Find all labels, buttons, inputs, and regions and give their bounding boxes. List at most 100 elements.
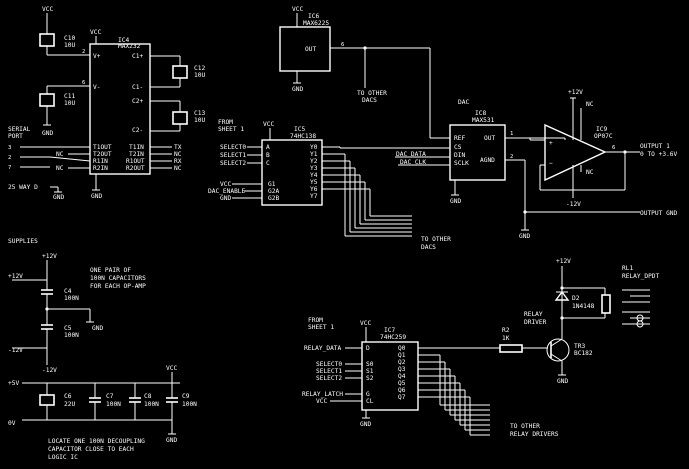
svg-text:Q1: Q1 — [398, 352, 406, 359]
ic4-pin-t2out: T2OUT — [93, 151, 112, 158]
select1-label: SELECT1 — [220, 152, 246, 159]
svg-text:NC: NC — [56, 165, 64, 172]
ic8-body — [449, 124, 506, 181]
ic5-ref: IC5 — [294, 126, 305, 133]
decoupling-note-2: CAPACITOR CLOSE TO EACH — [48, 446, 134, 453]
supply-plus12: +12V — [42, 253, 57, 260]
output1-label: OUTPUT 1 — [640, 143, 670, 150]
c7-ref: C7 — [106, 393, 114, 400]
rx-label: RX — [174, 158, 182, 165]
capacitor-c12 — [172, 65, 188, 79]
svg-text:GND: GND — [53, 194, 64, 201]
svg-text:Y4: Y4 — [310, 172, 318, 179]
svg-text:VCC: VCC — [263, 121, 274, 128]
svg-text:G2B: G2B — [268, 195, 279, 202]
select2-label: SELECT2 — [220, 160, 246, 167]
svg-text:SCLK: SCLK — [454, 160, 469, 167]
c8-value: 100N — [144, 401, 159, 408]
vcc-label-c10: VCC — [42, 6, 53, 13]
ic7-part: 74HC259 — [380, 334, 406, 341]
d2-part: 1N4148 — [572, 303, 595, 310]
ic4-body — [89, 43, 151, 175]
ic7-ref: IC7 — [384, 327, 395, 334]
supplies-section: SUPPLIES +12V +12V C4 100N GND C5 100N -… — [8, 238, 197, 461]
svg-text:S1: S1 — [366, 368, 374, 375]
dac-enable-label: DAC_ENABLE — [208, 188, 246, 195]
svg-text:VCC: VCC — [220, 181, 231, 188]
tr3-ref: TR3 — [574, 343, 585, 350]
relay-coil — [601, 294, 611, 314]
ic6-out-label: OUT — [305, 46, 316, 53]
gnd-label-c11: GND — [42, 130, 53, 137]
svg-text:G: G — [366, 391, 370, 398]
ic4-pin-c2m: C2- — [132, 127, 143, 134]
c11-value: 10U — [64, 100, 75, 107]
c13-value: 10U — [194, 117, 205, 124]
d-connector-label: 25 WAY D — [8, 184, 38, 191]
svg-text:0V: 0V — [8, 420, 16, 427]
c9-value: 100N — [182, 401, 197, 408]
svg-text:-12V: -12V — [8, 347, 23, 354]
ic4-pin-t1out: T1OUT — [93, 144, 112, 151]
svg-text:7: 7 — [8, 165, 11, 171]
svg-text:VCC: VCC — [166, 365, 177, 372]
svg-text:Y7: Y7 — [310, 193, 318, 200]
c6-ref: C6 — [64, 393, 72, 400]
svg-text:GND: GND — [450, 198, 461, 205]
relay-plus12-label: +12V — [556, 258, 571, 265]
ic6-part: MAX6225 — [303, 20, 329, 27]
opamp-plus12-label: +12V — [568, 89, 583, 96]
relay-data-label: RELAY_DATA — [304, 345, 342, 352]
resistor-r2 — [499, 344, 523, 353]
ic4-pin-c1p: C1+ — [132, 53, 143, 60]
svg-text:VCC: VCC — [360, 320, 371, 327]
svg-text:Q5: Q5 — [398, 380, 406, 387]
to-other-dacs-2: TO OTHER — [421, 236, 451, 243]
svg-text:+: + — [549, 140, 553, 147]
svg-text:Y3: Y3 — [310, 165, 318, 172]
ic9-opamp — [544, 123, 607, 182]
svg-text:−: − — [549, 160, 553, 167]
svg-text:VCC: VCC — [316, 398, 327, 405]
capacitor-c11 — [39, 93, 55, 107]
ic5-decoder-section: FROM SHEET 1 VCC IC5 74HC138 SELECT0 SEL… — [208, 119, 451, 251]
dac-data-label: DAC_DATA — [396, 151, 426, 158]
ic4-pin-c1m: C1- — [132, 84, 143, 91]
svg-text:Y5: Y5 — [310, 179, 318, 186]
supply-plus5: +5V — [8, 380, 19, 387]
pair-note-2: 100N CAPACITORS — [90, 275, 146, 282]
rl1-ref: RL1 — [622, 265, 633, 272]
svg-text:GND: GND — [292, 86, 303, 93]
svg-text:SELECT2: SELECT2 — [316, 375, 342, 382]
c13-ref: C13 — [194, 110, 205, 117]
ic4-pin-r1in: R1IN — [93, 158, 108, 165]
svg-text:VCC: VCC — [292, 6, 303, 13]
supply-minus12: -12V — [42, 367, 57, 374]
ic9-opamp-section: +12V NC IC9 OP07C + − 6 OUTPUT 1 0 TO +3… — [519, 89, 678, 240]
svg-text:CS: CS — [454, 144, 462, 151]
svg-text:OUT: OUT — [484, 135, 495, 142]
ic5-body — [261, 139, 323, 206]
from-label: FROM — [218, 119, 233, 126]
svg-text:Q2: Q2 — [398, 359, 406, 366]
ic4-pin-r1out: R1OUT — [126, 158, 145, 165]
relay-driver-label-2: DRIVER — [524, 319, 547, 326]
c12-ref: C12 — [194, 65, 205, 72]
relay-driver-label-1: RELAY — [524, 311, 543, 318]
c4-value: 100N — [64, 295, 79, 302]
svg-text:A: A — [266, 144, 270, 151]
r2-value: 1K — [502, 335, 510, 342]
svg-text:SELECT0: SELECT0 — [316, 361, 342, 368]
svg-text:NC: NC — [56, 151, 64, 158]
output-gnd-label: OUTPUT GND — [640, 210, 678, 217]
svg-text:S0: S0 — [366, 361, 374, 368]
ic6-body — [279, 26, 331, 72]
ic4-pin-t2in: T2IN — [129, 151, 144, 158]
dacs-label: DACS — [362, 97, 377, 104]
c9-ref: C9 — [182, 393, 190, 400]
capacitor-c13 — [172, 111, 188, 125]
output-range-label: 0 TO +3.6V — [640, 151, 678, 158]
svg-text:GND: GND — [519, 233, 530, 240]
to-other-dacs-label: TO OTHER — [357, 90, 387, 97]
decoupling-note-3: LOGIC IC — [48, 454, 78, 461]
